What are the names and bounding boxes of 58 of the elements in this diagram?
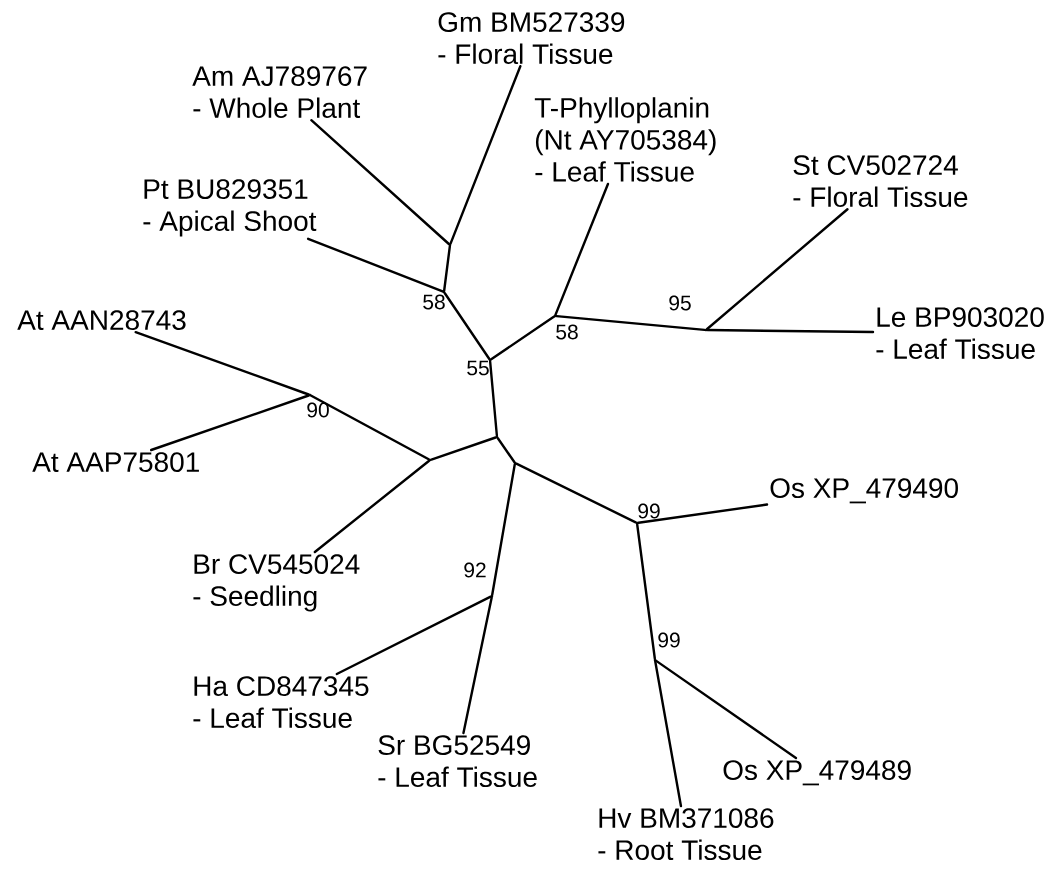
tree-branch: [655, 659, 798, 760]
tree-branch: [449, 65, 522, 245]
tree-branch: [705, 208, 849, 331]
tree-branch: [654, 660, 683, 808]
taxon-label: Os XP_479489: [723, 760, 911, 786]
taxon-label: At AAP75801: [32, 452, 199, 472]
tree-branch: [488, 360, 499, 437]
branch-point: [488, 358, 492, 362]
tree-branch: [443, 292, 491, 360]
taxon-label: Hv BM371086 - Root Tissue: [598, 808, 774, 861]
tree-branch: [637, 503, 769, 524]
bootstrap-value: 99: [638, 503, 660, 519]
taxon-label: Ha CD847345 - Leaf Tissue: [193, 676, 369, 729]
taxon-label: Os XP_479490: [770, 478, 958, 504]
bootstrap-value: 55: [467, 360, 489, 376]
branch-point: [704, 328, 708, 332]
tree-branch: [306, 237, 444, 293]
tree-branch: [555, 314, 706, 332]
tree-branch: [335, 595, 492, 676]
taxon-label: Le BP903020 - Leaf Tissue: [876, 307, 1044, 359]
tree-branch: [430, 436, 497, 461]
bootstrap-value: 58: [423, 294, 445, 310]
taxon-label: Am AJ789767 - Whole Plant: [192, 66, 367, 118]
bootstrap-value: 99: [658, 632, 680, 648]
branch-point: [513, 461, 517, 465]
tree-branch: [462, 596, 493, 735]
branch-point: [308, 393, 312, 397]
tree-branch: [313, 459, 431, 554]
branch-point: [448, 243, 452, 247]
tree-branch: [310, 119, 451, 246]
branch-point: [428, 458, 432, 462]
branch-point: [653, 658, 657, 662]
taxon-label: Pt BU829351 - Apical Shoot: [143, 179, 317, 237]
taxon-label: T-Phylloplanin (Nt AY705384) - Leaf Tissue: [534, 97, 716, 182]
branch-point: [553, 314, 557, 318]
taxon-label: Sr BG52549 - Leaf Tissue: [378, 735, 537, 788]
tree-branch: [490, 315, 555, 361]
tree-branch: [443, 245, 451, 292]
taxon-label: St CV502724 - Floral Tissue: [793, 155, 968, 207]
branch-point: [442, 290, 446, 294]
branch-point: [495, 435, 499, 439]
taxon-label: Gm BM527339 - Floral Tissue: [438, 12, 625, 64]
branch-point: [635, 521, 639, 525]
bootstrap-value: 95: [669, 295, 691, 311]
taxon-label: At AAN28743: [17, 310, 186, 330]
tree-branch: [636, 523, 656, 660]
tree-branch: [491, 463, 516, 596]
tree-branch: [134, 331, 310, 396]
tree-branch: [150, 394, 310, 452]
branch-point: [490, 594, 494, 598]
tree-branch: [706, 328, 875, 334]
tree-branch: [515, 462, 637, 524]
bootstrap-value: 58: [556, 324, 578, 340]
tree-branch: [554, 182, 610, 316]
taxon-label: Br CV545024 - Seedling: [193, 554, 360, 612]
bootstrap-value: 92: [464, 562, 486, 578]
tree-branch: [310, 394, 430, 461]
tree-branch: [496, 437, 516, 463]
